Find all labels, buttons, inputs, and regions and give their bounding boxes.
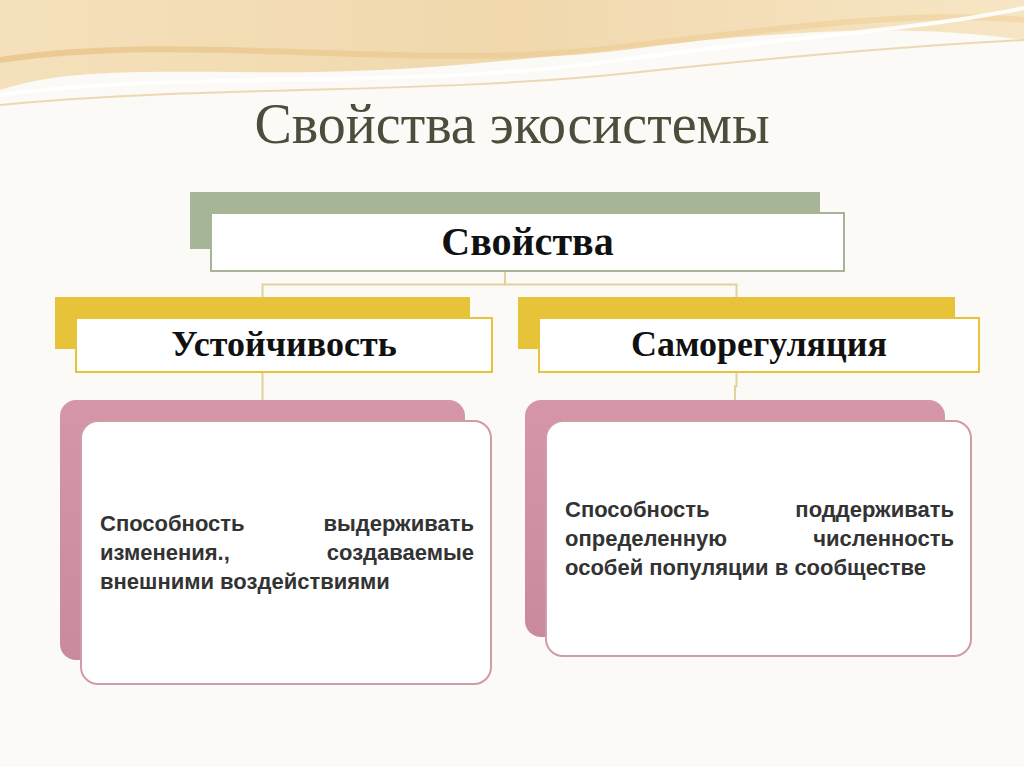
box-face: Способность поддерживать определенную чи… [545, 420, 972, 657]
slide-title: Свойства экосистемы [0, 92, 1024, 156]
root-box: Свойства [190, 192, 845, 272]
box-face: Устойчивость [75, 317, 493, 373]
box-text: Свойства [212, 220, 843, 264]
wave-band [0, 0, 1024, 90]
box-text: Устойчивость [77, 325, 491, 365]
box-text: Саморегуляция [540, 325, 978, 365]
box-face: Способность выдерживать изменения., созд… [80, 420, 492, 685]
connector-line [505, 272, 737, 297]
box-text: Способность поддерживать определенную чи… [565, 495, 954, 583]
definition-box: Способность выдерживать изменения., созд… [60, 400, 492, 685]
property-box: Устойчивость [55, 297, 493, 373]
connector-line [735, 373, 737, 400]
box-face: Свойства [210, 212, 845, 272]
box-text: Способность выдерживать изменения., созд… [100, 509, 474, 597]
box-face: Саморегуляция [538, 317, 980, 373]
property-box: Саморегуляция [518, 297, 980, 373]
wave-line [0, 17, 1024, 60]
connector-line [263, 272, 506, 297]
definition-box: Способность поддерживать определенную чи… [525, 400, 972, 657]
connector-line [262, 373, 264, 400]
